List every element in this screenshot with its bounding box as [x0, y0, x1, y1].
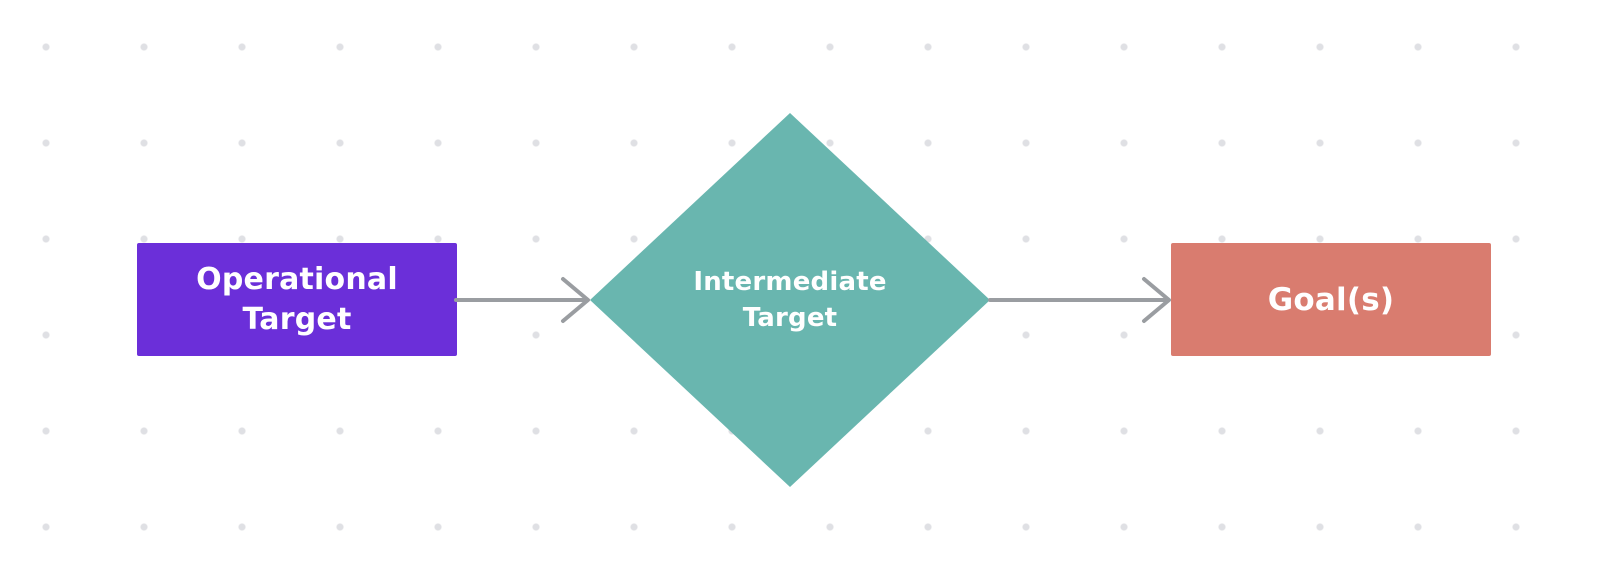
connector-arrow-operational-to-intermediate[interactable] — [454, 272, 595, 328]
node-operational-target-label: Operational Target — [196, 261, 398, 337]
node-intermediate-target[interactable]: Intermediate Target — [590, 113, 990, 487]
connector-arrow-intermediate-to-goals[interactable] — [988, 272, 1176, 328]
node-intermediate-target-label: Intermediate Target — [693, 266, 887, 333]
node-operational-target[interactable]: Operational Target — [137, 243, 457, 356]
node-goals[interactable]: Goal(s) — [1171, 243, 1491, 356]
node-goals-label: Goal(s) — [1267, 281, 1395, 318]
